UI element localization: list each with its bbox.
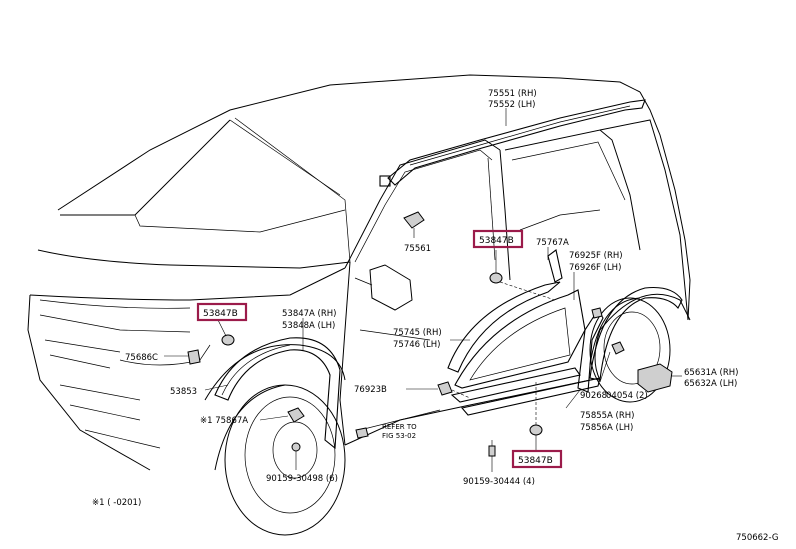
bolt-90159-30444 bbox=[488, 440, 496, 472]
clip-90268 bbox=[599, 341, 625, 383]
mudguard-65631a bbox=[637, 363, 682, 393]
label-90268: 90268 bbox=[580, 391, 607, 401]
front-fender-flare bbox=[214, 337, 341, 450]
label-76925f-rh: 76925F (RH) bbox=[569, 251, 623, 261]
label-76923b: 76923B bbox=[354, 385, 387, 395]
rear-wheel bbox=[589, 297, 671, 403]
bolt-90159-30498 bbox=[291, 442, 301, 470]
label-65631a-rh: 65631A (RH) bbox=[684, 368, 739, 378]
leader-lines bbox=[204, 108, 581, 409]
rear-door-moulding bbox=[447, 281, 586, 389]
label-75767a: 75767A bbox=[536, 238, 569, 248]
clip-75867a bbox=[259, 407, 305, 423]
label-90159-30498: 90159-30498 (6) bbox=[266, 474, 338, 484]
label-refer-to-2: FIG 53-02 bbox=[382, 432, 416, 440]
clip-refer bbox=[355, 427, 369, 439]
label-75855a-rh: 75855A (RH) bbox=[580, 411, 635, 421]
clip-53847b-door bbox=[489, 250, 556, 301]
footnote: ※1 ( -0201) bbox=[92, 498, 141, 508]
label-75746-lh: 75746 (LH) bbox=[393, 340, 441, 350]
vehicle-outline bbox=[27, 74, 691, 471]
label-roof-rack-lh: 75552 (LH) bbox=[488, 100, 536, 110]
clip-53847b-front bbox=[217, 319, 235, 346]
part-labels: 75551 (RH) 75552 (LH) 75561 75767A 76925… bbox=[92, 89, 778, 543]
label-75867a: ※1 75867A bbox=[200, 416, 248, 426]
clip-76923b bbox=[406, 381, 471, 399]
label-75686c: 75686C bbox=[125, 353, 158, 363]
label-75856a-lh: 75856A (LH) bbox=[580, 423, 633, 433]
label-roof-rack-rh: 75551 (RH) bbox=[488, 89, 537, 99]
label-76926f-lh: 76926F (LH) bbox=[569, 263, 621, 273]
hotspot-53847b-door-label: 53847B bbox=[479, 236, 514, 246]
clip-53847b-bottom bbox=[529, 380, 543, 450]
hotspot-53847b-bottom-label: 53847B bbox=[518, 456, 553, 466]
label-90159-30444: 90159-30444 (4) bbox=[463, 477, 535, 487]
figure-code: 750662-G bbox=[736, 533, 778, 543]
front-wheel bbox=[214, 384, 346, 536]
label-53848a-lh: 53848A (LH) bbox=[282, 321, 335, 331]
label-75745-rh: 75745 (RH) bbox=[393, 328, 442, 338]
clip-75561 bbox=[403, 211, 425, 238]
clip-75686c bbox=[164, 349, 201, 365]
clip-rear-upper bbox=[591, 307, 603, 319]
hotspot-53847b-front[interactable]: 53847B bbox=[196, 302, 248, 322]
label-refer-to-1: REFER TO bbox=[382, 423, 417, 431]
label-53847a-rh: 53847A (RH) bbox=[282, 309, 337, 319]
label-53853: 53853 bbox=[170, 387, 197, 397]
label-65632a-lh: 65632A (LH) bbox=[684, 379, 737, 389]
label-75561: 75561 bbox=[404, 244, 431, 254]
vertical-trim-strip bbox=[547, 249, 563, 283]
label-04054: 04054 (2) bbox=[606, 391, 648, 401]
roof-rack bbox=[379, 99, 646, 187]
rocker-moulding bbox=[450, 367, 601, 416]
hotspot-53847b-door[interactable]: 53847B bbox=[472, 229, 524, 249]
hotspot-53847b-front-label: 53847B bbox=[203, 309, 238, 319]
hotspot-53847b-bottom[interactable]: 53847B bbox=[511, 449, 563, 469]
